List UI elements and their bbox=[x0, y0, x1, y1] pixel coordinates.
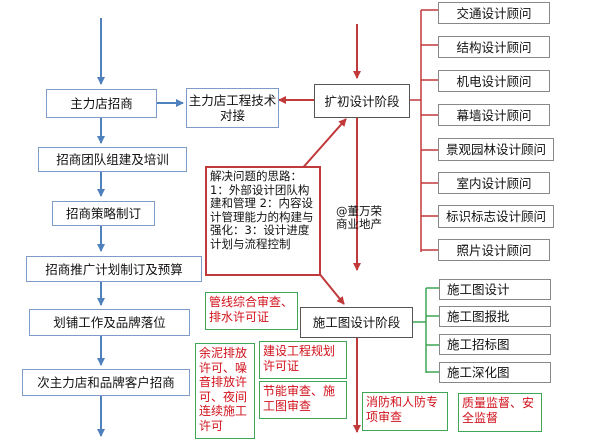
main-anchor-leasing-label: 主力店招商 bbox=[70, 96, 133, 111]
solution-note-box: 解决问题的思路：1：外部设计团队构建和管理 2：内容设计管理能力的构建与强化：3… bbox=[205, 166, 321, 276]
promotion-box: 招商推广计划制订及预算 bbox=[26, 256, 202, 282]
construction-drawings-label: 施工图设计 bbox=[447, 282, 510, 297]
consultant-mep: 机电设计顾问 bbox=[438, 70, 550, 92]
construction-bracket bbox=[413, 287, 439, 373]
approval-energy-text: 节能审查、施工图审查 bbox=[263, 384, 336, 413]
secondary-leasing-box: 次主力店和品牌客户招商 bbox=[22, 369, 190, 396]
approval-quality: 质量监督、安全监督 bbox=[458, 393, 542, 432]
tech-liaison-box: 主力店工程技术对接 bbox=[186, 88, 279, 128]
consultant-curtain-wall: 幕墙设计顾问 bbox=[438, 104, 550, 126]
team-building-box: 招商团队组建及培训 bbox=[38, 147, 187, 172]
construction-detailing-label: 施工深化图 bbox=[447, 365, 510, 380]
consultant-photo: 照片设计顾问 bbox=[438, 239, 550, 261]
consultant-mep-label: 机电设计顾问 bbox=[456, 73, 532, 89]
consultants-bracket bbox=[410, 9, 438, 252]
promotion-label: 招商推广计划制订及预算 bbox=[45, 261, 183, 277]
team-building-label: 招商团队组建及培训 bbox=[56, 152, 169, 167]
approval-noise: 余泥排放许可、噪音排放许可、夜间连续施工许可 bbox=[195, 343, 255, 439]
approval-pipeline-text: 管线综合审查、排水许可证 bbox=[209, 295, 294, 324]
construction-approval-label: 施工图报批 bbox=[447, 309, 510, 324]
expand-design-label: 扩初设计阶段 bbox=[324, 93, 400, 109]
watermark-text: @董万荣 商业地产 bbox=[336, 204, 382, 231]
secondary-leasing-label: 次主力店和品牌客户招商 bbox=[37, 375, 175, 390]
approval-fire: 消防和人防专项审查 bbox=[362, 392, 448, 431]
construction-design-box: 施工图设计阶段 bbox=[300, 307, 413, 338]
construction-approval: 施工图报批 bbox=[439, 306, 551, 327]
construction-design-label: 施工图设计阶段 bbox=[312, 315, 401, 330]
consultant-traffic-label: 交通设计顾问 bbox=[456, 5, 532, 21]
approval-energy: 节能审查、施工图审查 bbox=[259, 381, 347, 419]
approval-planning: 建设工程规划许可证 bbox=[259, 341, 347, 379]
consultant-signage-label: 标识标志设计顾问 bbox=[445, 209, 546, 224]
consultant-landscape-label: 景观园林设计顾问 bbox=[445, 142, 546, 157]
consultant-photo-label: 照片设计顾问 bbox=[456, 242, 532, 258]
expand-design-box: 扩初设计阶段 bbox=[314, 84, 410, 118]
construction-tender-label: 施工招标图 bbox=[447, 337, 510, 352]
consultant-traffic: 交通设计顾问 bbox=[438, 2, 550, 24]
consultant-interior-label: 室内设计顾问 bbox=[456, 175, 532, 191]
strategy-label: 招商策略制订 bbox=[65, 206, 141, 221]
construction-detailing: 施工深化图 bbox=[439, 362, 551, 383]
main-anchor-leasing-box: 主力店招商 bbox=[46, 89, 157, 118]
construction-drawings: 施工图设计 bbox=[439, 279, 551, 300]
tech-liaison-label: 主力店工程技术对接 bbox=[188, 93, 277, 123]
consultant-structure: 结构设计顾问 bbox=[438, 36, 550, 58]
approval-planning-text: 建设工程规划许可证 bbox=[263, 344, 336, 373]
approval-quality-text: 质量监督、安全监督 bbox=[462, 396, 535, 425]
strategy-box: 招商策略制订 bbox=[52, 201, 155, 226]
consultant-signage: 标识标志设计顾问 bbox=[438, 205, 554, 228]
solution-note-text: 解决问题的思路：1：外部设计团队构建和管理 2：内容设计管理能力的构建与强化：3… bbox=[210, 169, 314, 251]
approval-pipeline: 管线综合审查、排水许可证 bbox=[205, 292, 298, 330]
construction-tender: 施工招标图 bbox=[439, 334, 551, 355]
layout-box: 划铺工作及品牌落位 bbox=[29, 309, 190, 336]
consultant-structure-label: 结构设计顾问 bbox=[456, 39, 532, 55]
consultant-interior: 室内设计顾问 bbox=[438, 172, 550, 194]
consultant-landscape: 景观园林设计顾问 bbox=[438, 138, 554, 161]
layout-label: 划铺工作及品牌落位 bbox=[53, 315, 166, 330]
consultant-curtain-wall-label: 幕墙设计顾问 bbox=[456, 107, 532, 123]
approval-noise-text: 余泥排放许可、噪音排放许可、夜间连续施工许可 bbox=[199, 346, 248, 433]
approval-fire-text: 消防和人防专项审查 bbox=[366, 395, 439, 424]
